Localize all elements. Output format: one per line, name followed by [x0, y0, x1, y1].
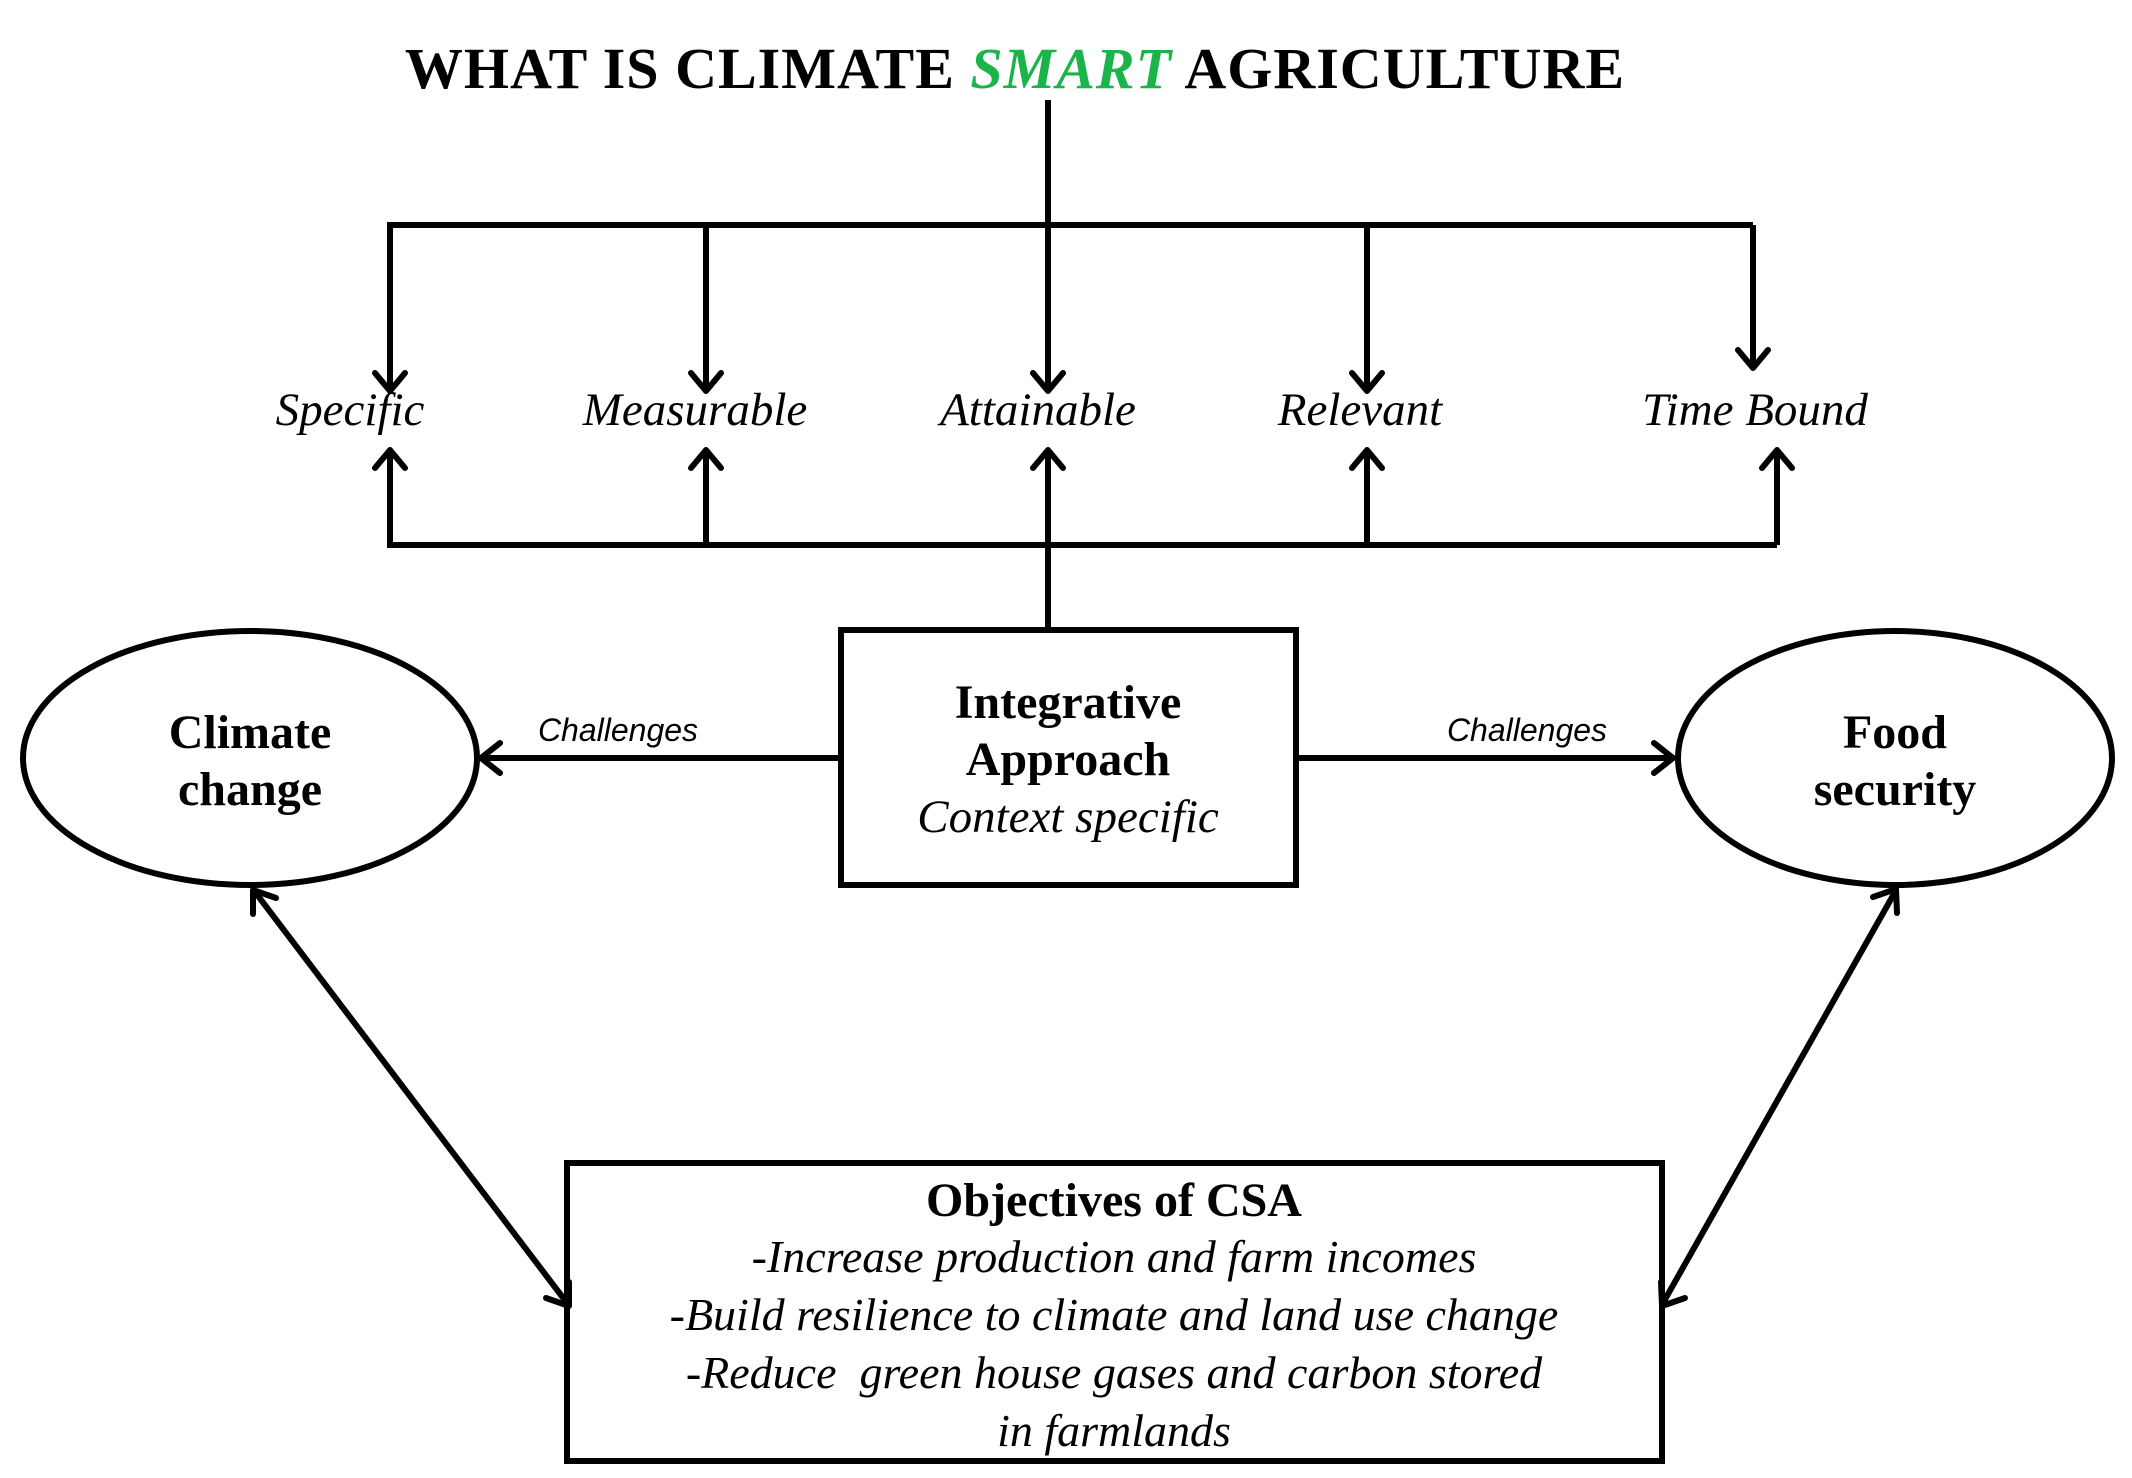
arrowhead-climate-end: [250, 887, 279, 917]
challenges-label-right: Challenges: [1447, 712, 1607, 748]
center-box-line2: Approach: [966, 733, 1171, 786]
arrowhead-challenges-left: [478, 740, 503, 776]
arrowhead-specific-down: [372, 370, 408, 394]
left-node-line2: change: [178, 763, 322, 816]
climate-change-node: [20, 628, 480, 888]
climate-objectives-link: [252, 890, 570, 1305]
criterion-relevant: Relevant: [1277, 384, 1443, 436]
arrowhead-specific-up: [372, 447, 408, 471]
objectives-box: [564, 1160, 1665, 1464]
arrowhead-attainable-up: [1030, 447, 1066, 471]
center-box-line1: Integrative: [955, 676, 1182, 729]
objective-line-2: -Build resilience to climate and land us…: [670, 1289, 1559, 1340]
arrowhead-relevant-down: [1349, 370, 1385, 394]
objective-line-4: in farmlands: [997, 1405, 1231, 1456]
title-highlight: SMART: [970, 36, 1173, 101]
arrowhead-timebound-up: [1759, 447, 1795, 471]
criterion-attainable: Attainable: [937, 384, 1136, 436]
arrowhead-relevant-up: [1349, 447, 1385, 471]
criterion-timebound: Time Bound: [1642, 384, 1868, 436]
food-security-node: [1675, 628, 2115, 888]
title-after: AGRICULTURE: [1172, 36, 1625, 101]
title-before: WHAT IS CLIMATE: [405, 36, 971, 101]
objective-line-1: -Increase production and farm incomes: [752, 1231, 1477, 1282]
diagram-title: WHAT IS CLIMATE SMART AGRICULTURE: [405, 36, 1625, 101]
arrowhead-measurable-up: [688, 447, 724, 471]
arrowhead-food-end: [1870, 886, 1900, 916]
arrowhead-challenges-right: [1651, 740, 1676, 776]
criterion-specific: Specific: [276, 384, 425, 436]
arrowhead-measurable-down: [688, 370, 724, 394]
objectives-title: Objectives of CSA: [926, 1174, 1302, 1227]
center-box-line3: Context specific: [917, 791, 1219, 843]
right-node-line2: security: [1814, 763, 1977, 816]
left-node-line1: Climate: [169, 706, 332, 759]
right-node-line1: Food: [1843, 706, 1947, 759]
arrowhead-attainable-down: [1030, 370, 1066, 394]
objective-line-3: -Reduce green house gases and carbon sto…: [686, 1347, 1543, 1398]
arrowhead-timebound-down: [1735, 347, 1771, 371]
criterion-measurable: Measurable: [582, 384, 808, 436]
challenges-label-left: Challenges: [538, 712, 698, 748]
food-objectives-link: [1660, 890, 1898, 1305]
